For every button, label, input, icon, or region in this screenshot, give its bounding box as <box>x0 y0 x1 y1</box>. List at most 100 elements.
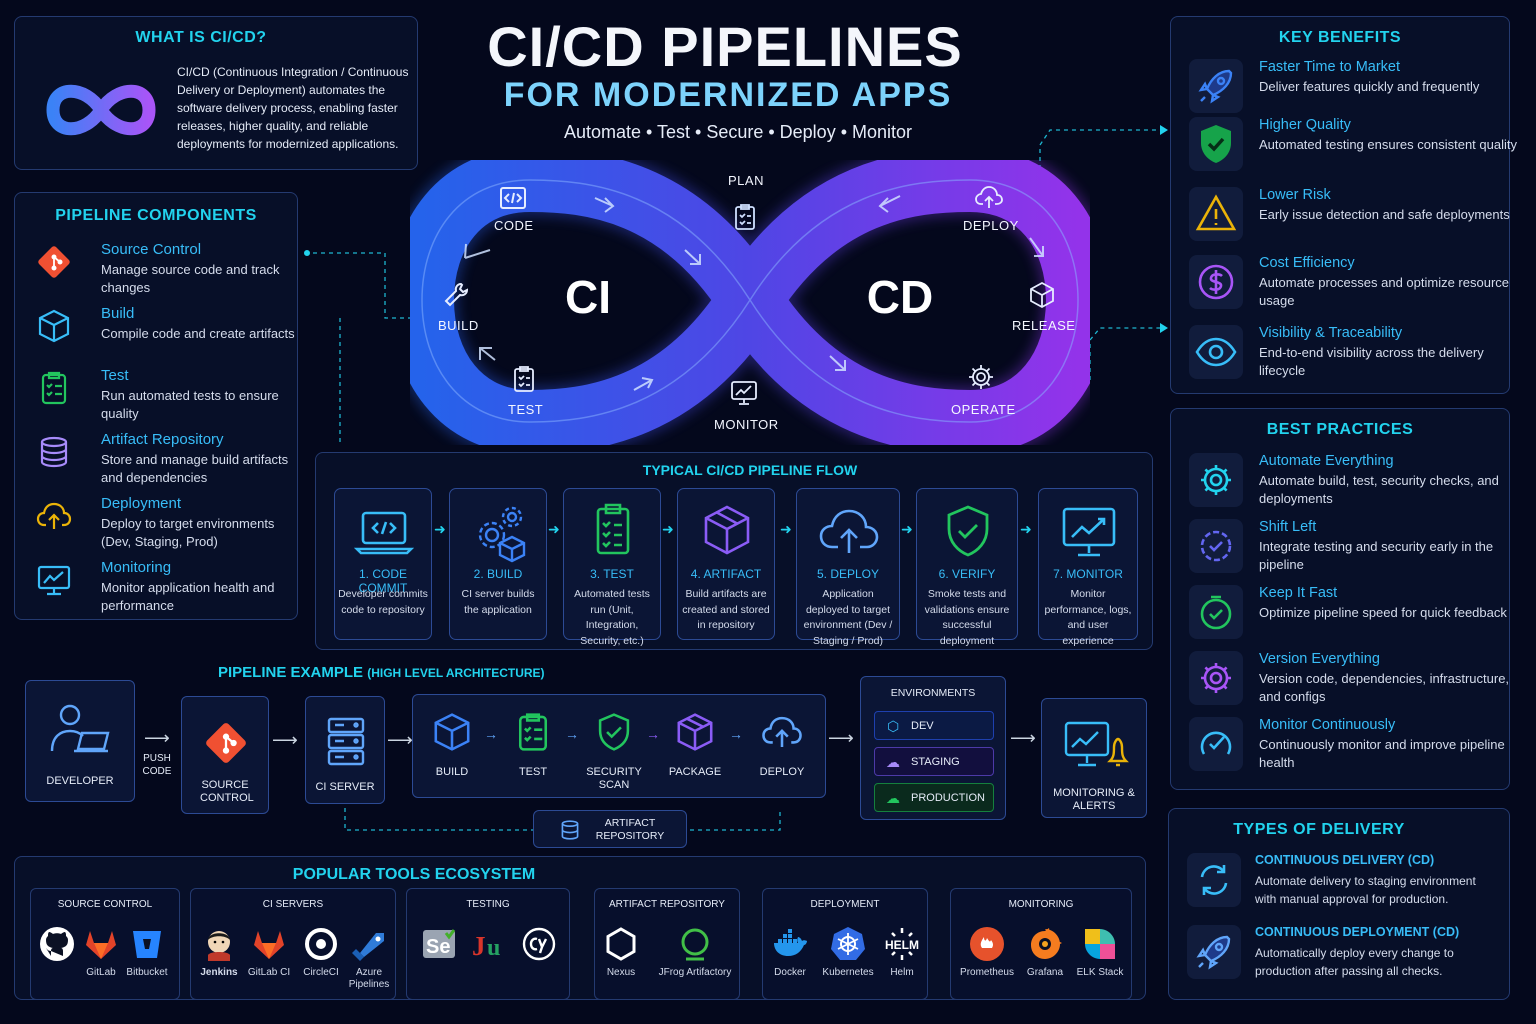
practice-item: Version Everything Version code, depende… <box>1187 651 1509 715</box>
flow-step-artifact: 4. ARTIFACT Build artifacts are created … <box>677 488 775 640</box>
components-panel: PIPELINE COMPONENTS Source Control Manag… <box>14 192 298 620</box>
prometheus-icon <box>968 925 1006 963</box>
svg-text:Se: Se <box>426 936 450 958</box>
env-dev[interactable]: ⬡ DEV <box>874 711 994 740</box>
practice-title: Shift Left <box>1259 519 1317 535</box>
env-production[interactable]: ☁ PRODUCTION <box>874 783 994 812</box>
flow-step-verify: 6. VERIFY Smoke tests and validations en… <box>916 488 1018 647</box>
cloud-upload-icon <box>760 710 804 754</box>
shield-check-icon <box>933 497 1003 567</box>
rocket-icon <box>1187 925 1241 979</box>
component-desc: Deploy to target environments (Dev, Stag… <box>101 516 275 549</box>
tool-name: GitLab <box>86 967 116 978</box>
env-staging[interactable]: ☁ STAGING <box>874 747 994 776</box>
component-item-deployment: Deployment Deploy to target environments… <box>35 495 305 557</box>
svg-text:J: J <box>472 931 486 961</box>
tool-name: Docker <box>774 967 806 978</box>
developer-box: DEVELOPER <box>25 680 135 802</box>
benefit-desc: Deliver features quickly and frequently <box>1259 79 1480 94</box>
bitbucket-icon <box>128 925 166 963</box>
svg-text:u: u <box>487 935 500 961</box>
cicd-infinity-loop <box>410 160 1090 445</box>
benefit-title: Higher Quality <box>1259 117 1351 133</box>
stage-build: BUILD <box>422 710 482 779</box>
component-desc: Compile code and create artifacts <box>101 326 295 341</box>
benefit-item: Higher Quality Automated testing ensures… <box>1187 117 1517 181</box>
flow-arrow: ➜ <box>662 521 674 537</box>
flow-step-code-commit: 1. CODE COMMIT Developer commits code to… <box>334 488 432 640</box>
flow-step-desc: Application deployed to target environme… <box>803 588 893 647</box>
benefit-desc: Automate processes and optimize resource… <box>1259 275 1510 308</box>
tool-name: Nexus <box>606 967 636 978</box>
loop-build-label: BUILD <box>438 318 479 333</box>
stage-security-scan: SECURITY SCAN <box>584 710 644 792</box>
cypress-icon <box>520 925 558 963</box>
example-title-suffix: (HIGH LEVEL ARCHITECTURE) <box>367 666 545 680</box>
practices-title: BEST PRACTICES <box>1266 421 1414 438</box>
gears-cube-icon <box>464 497 534 567</box>
flow-step-deploy: 5. DEPLOY Application deployed to target… <box>796 488 900 647</box>
flow-step-monitor: 7. MONITOR Monitor performance, logs, an… <box>1038 488 1138 647</box>
code-icon <box>498 184 528 214</box>
what-is-title: WHAT IS CI/CD? <box>135 29 267 46</box>
stage-deploy: DEPLOY <box>752 710 812 779</box>
tool-name: Prometheus <box>960 967 1014 978</box>
page-subtitle: FOR MODERNIZED APPS <box>503 76 953 114</box>
delivery-item: CONTINUOUS DELIVERY (CD) Automate delive… <box>1185 853 1505 917</box>
practice-item: Monitor Continuously Continuously monito… <box>1187 717 1507 781</box>
tool-group-title: CI SERVERS <box>262 899 324 910</box>
page-title: CI/CD PIPELINES <box>487 15 963 78</box>
cloud-upload-icon: ☁ <box>886 790 900 806</box>
tool-group-title: MONITORING <box>1008 899 1074 910</box>
monitoring-alerts-label: MONITORING & ALERTS <box>1053 787 1135 812</box>
gear-icon <box>1189 651 1243 705</box>
component-title: Build <box>101 305 135 322</box>
example-title-main: PIPELINE EXAMPLE <box>218 664 364 681</box>
practice-title: Keep It Fast <box>1259 585 1338 601</box>
loop-ci-label: CI <box>565 271 611 323</box>
monitor-chart-icon <box>729 378 759 408</box>
what-is-panel: WHAT IS CI/CD? CI/CD (Continuous Integra… <box>14 16 418 170</box>
practice-item: Shift Left Integrate testing and securit… <box>1187 519 1507 583</box>
artifact-repository-box: ARTIFACT REPOSITORY <box>533 810 687 848</box>
practice-desc: Integrate testing and security early in … <box>1259 539 1494 572</box>
benefit-title: Cost Efficiency <box>1259 255 1355 271</box>
flow-step-desc: CI server builds the application <box>461 588 535 616</box>
benefit-title: Lower Risk <box>1259 187 1331 203</box>
stage-label: TEST <box>518 766 548 778</box>
benefit-item: Cost Efficiency Automate processes and o… <box>1187 255 1509 319</box>
monitor-alert-icon <box>1060 717 1130 773</box>
practices-panel: BEST PRACTICES Automate Everything Autom… <box>1170 408 1510 790</box>
cloud-upload-icon <box>35 497 73 535</box>
environments-box: ENVIRONMENTS ⬡ DEV ☁ STAGING ☁ PRODUCTIO… <box>860 676 1006 820</box>
circleci-icon <box>302 925 340 963</box>
benefit-item: Lower Risk Early issue detection and saf… <box>1187 187 1510 251</box>
delivery-item-desc: Automatically deploy every change to pro… <box>1255 946 1454 978</box>
delivery-panel: TYPES OF DELIVERY CONTINUOUS DELIVERY (C… <box>1168 808 1510 1000</box>
tool-bitbucket: Bitbucket <box>125 925 169 979</box>
tool-group-title: TESTING <box>466 899 510 910</box>
benefit-title: Faster Time to Market <box>1259 59 1401 75</box>
git-icon <box>202 719 250 767</box>
tool-cypress <box>515 925 563 967</box>
rocket-icon <box>1189 59 1243 113</box>
benefit-desc: End-to-end visibility across the deliver… <box>1259 345 1484 378</box>
flow-step-desc: Monitor performance, logs, and user expe… <box>1044 588 1132 647</box>
package-icon <box>692 497 762 567</box>
tool-group-monitoring: MONITORING Prometheus Grafana ELK Stack <box>950 888 1132 1000</box>
benefits-title: KEY BENEFITS <box>1278 29 1402 46</box>
database-icon <box>558 818 582 842</box>
flow-step-desc: Developer commits code to repository <box>338 588 428 616</box>
warning-icon <box>1189 187 1243 241</box>
stage-test: TEST <box>503 710 563 779</box>
stage-label: DEPLOY <box>759 766 805 778</box>
tool-group-title: SOURCE CONTROL <box>57 899 153 910</box>
checklist-icon <box>578 497 648 567</box>
gitlab-icon <box>82 925 120 963</box>
developer-label: DEVELOPER <box>46 775 114 787</box>
timer-icon <box>1189 585 1243 639</box>
wrench-icon <box>442 280 472 310</box>
